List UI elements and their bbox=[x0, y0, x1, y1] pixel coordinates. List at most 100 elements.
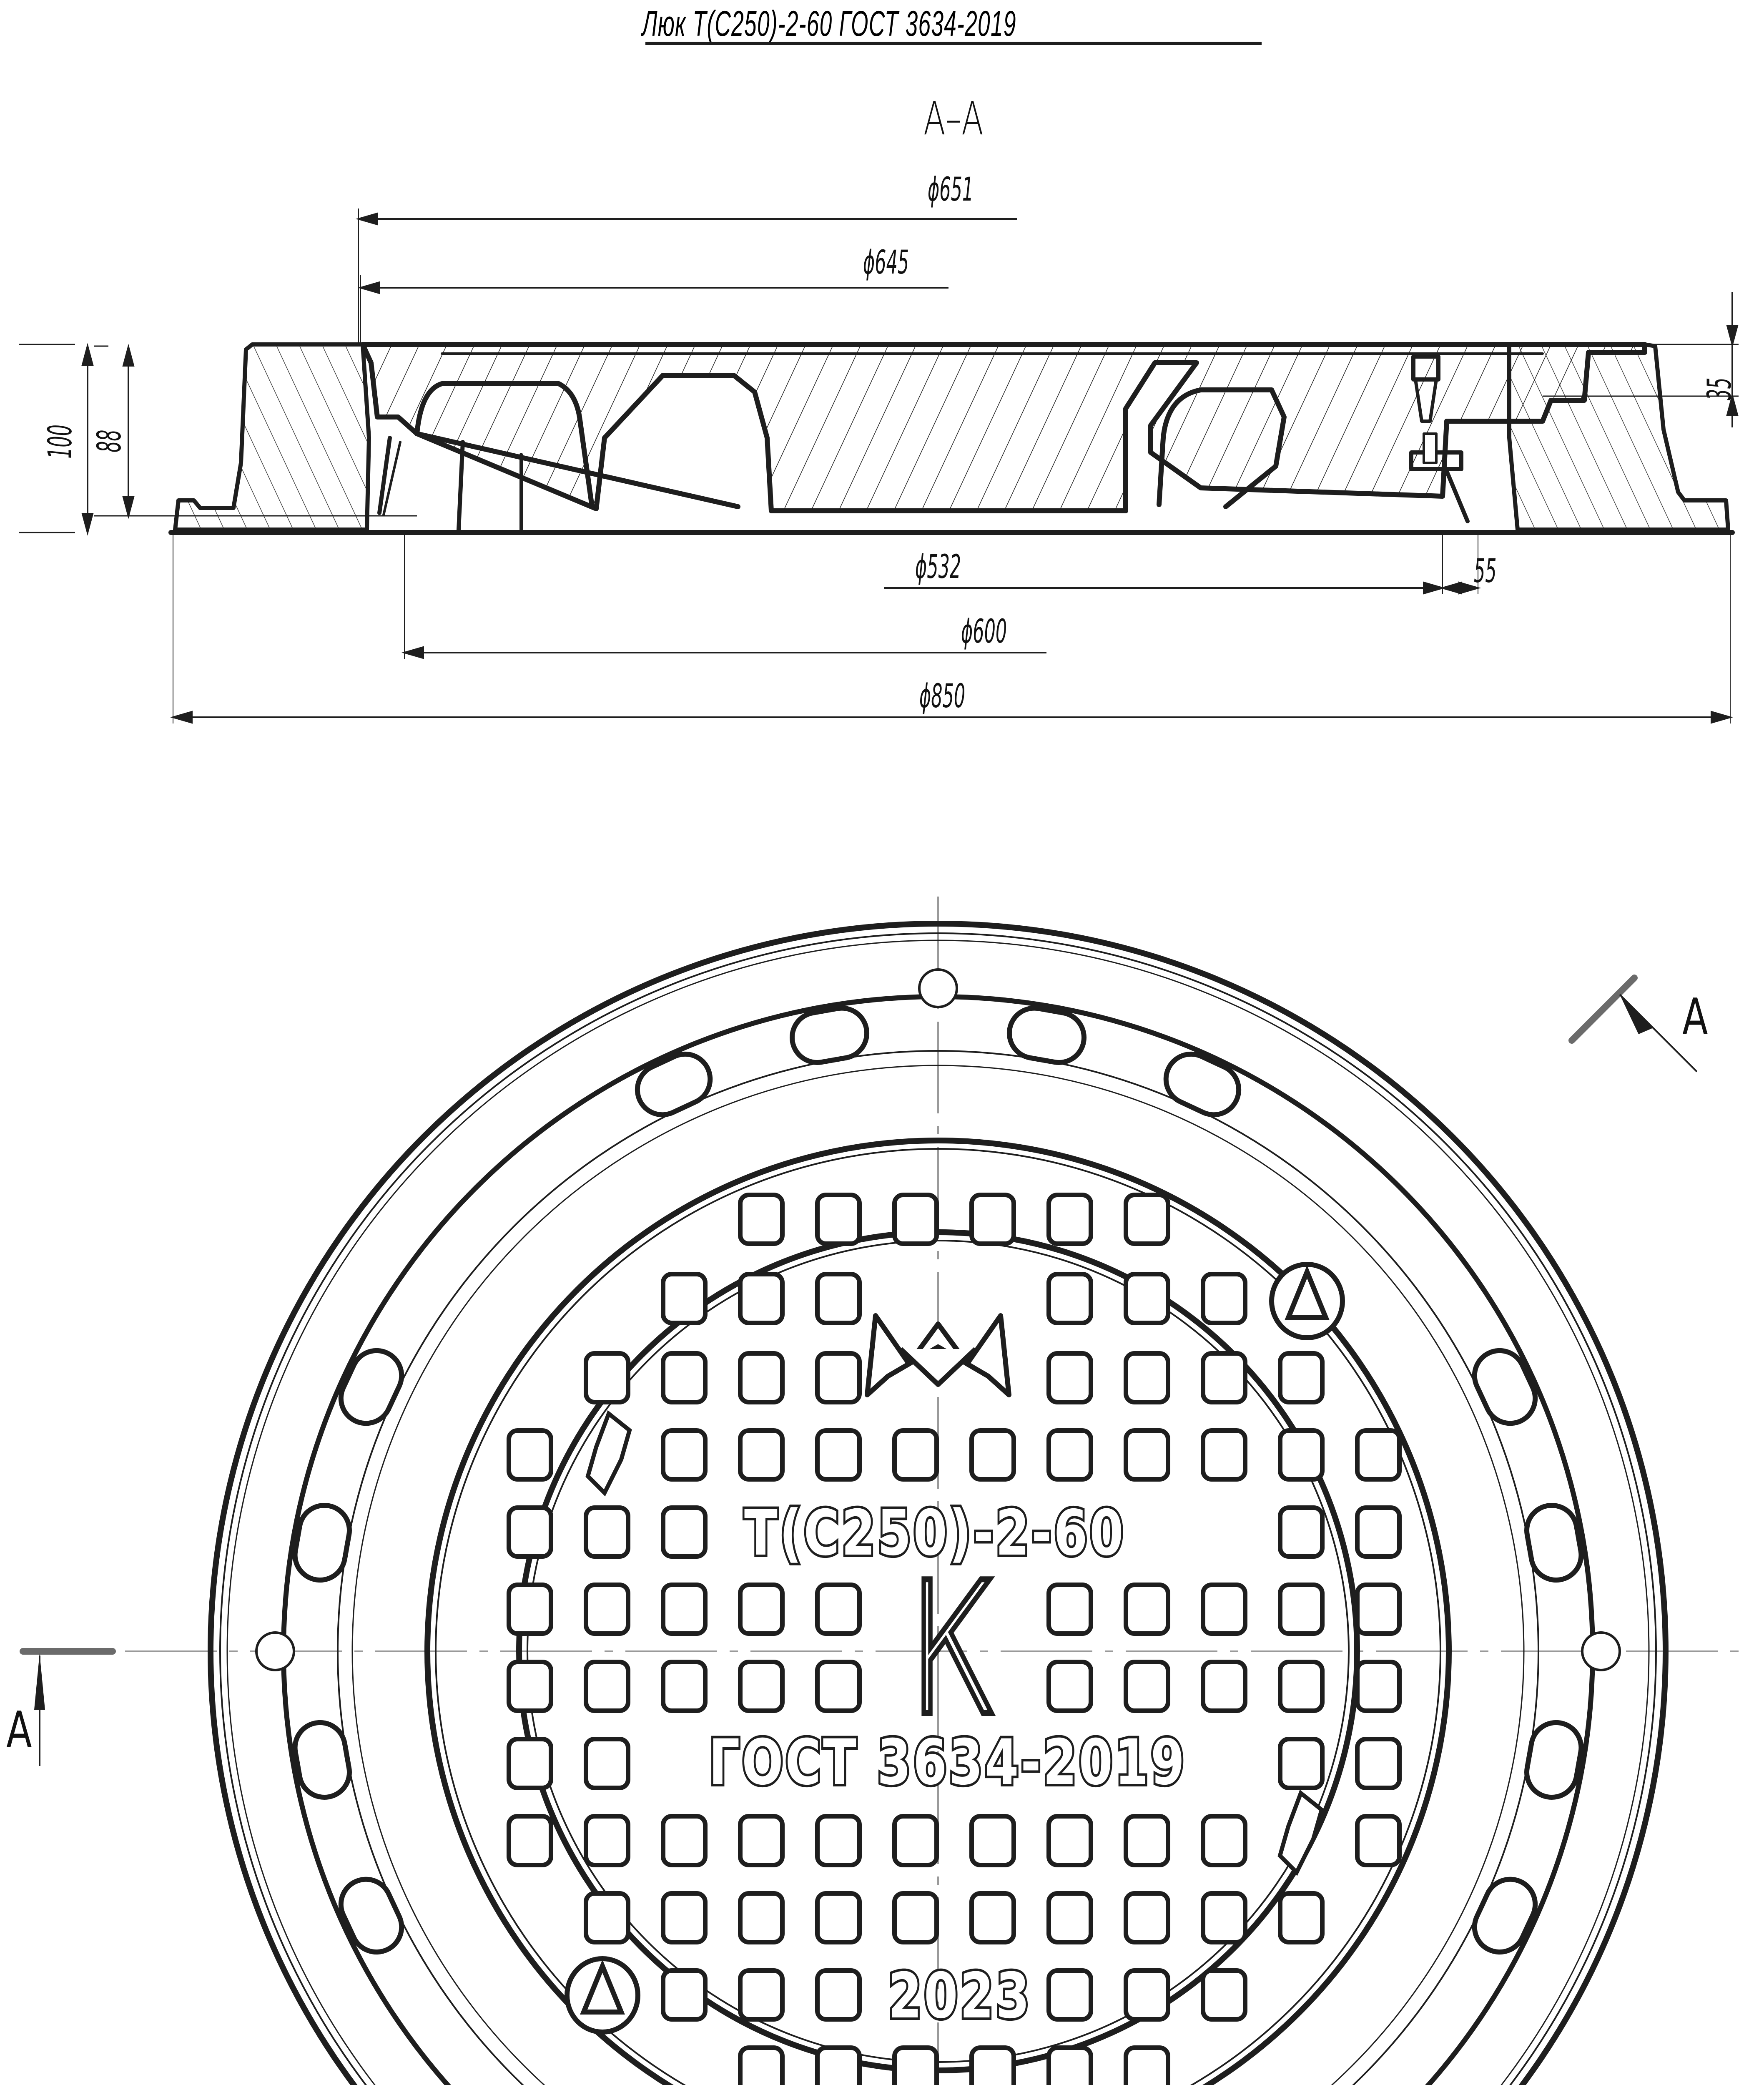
drain-slot bbox=[661, 1968, 708, 2022]
drain-slot bbox=[584, 1737, 630, 1790]
drain-slot bbox=[661, 1660, 708, 1713]
dim-850: ϕ850 bbox=[919, 678, 966, 715]
drain-slot bbox=[738, 1351, 785, 1404]
drain-slot bbox=[1124, 1583, 1170, 1636]
drain-slot bbox=[738, 1193, 785, 1246]
drain-slot bbox=[1046, 1351, 1093, 1404]
drain-slot bbox=[969, 1814, 1016, 1867]
drain-slot bbox=[1201, 1583, 1247, 1636]
manufacturer-logo-icon bbox=[865, 1313, 1011, 1397]
drain-slot bbox=[1124, 2045, 1170, 2085]
drain-slot bbox=[584, 1505, 630, 1559]
cover-standard: ГОСТ 3634-2019 bbox=[707, 1724, 1187, 1801]
drain-slot bbox=[1046, 1583, 1093, 1636]
drain-slot bbox=[661, 1891, 708, 1944]
drawing-title: Люк Т(С250)-2-60 ГОСТ 3634-2019 bbox=[642, 4, 1016, 44]
drain-slot bbox=[1124, 1193, 1170, 1246]
lock-recesses bbox=[585, 1410, 1324, 1876]
drain-slot bbox=[1355, 1660, 1402, 1713]
drain-slot bbox=[1124, 1272, 1170, 1325]
drain-slot bbox=[738, 1891, 785, 1944]
drain-slot bbox=[584, 1660, 630, 1713]
drain-slot bbox=[738, 2045, 785, 2085]
drain-slot bbox=[1046, 1891, 1093, 1944]
drain-slot bbox=[1201, 1814, 1247, 1867]
drain-slot bbox=[1201, 1351, 1247, 1404]
drain-slot bbox=[1201, 1891, 1247, 1944]
drain-slot bbox=[661, 1428, 708, 1482]
drain-slot bbox=[584, 1583, 630, 1636]
drain-slot bbox=[815, 1814, 862, 1867]
drain-slot bbox=[1278, 1351, 1325, 1404]
cut-label-left: А bbox=[6, 1701, 32, 1759]
cut-markers bbox=[20, 975, 1698, 1766]
title-underline bbox=[645, 42, 1262, 45]
drain-slot bbox=[1046, 2045, 1093, 2085]
drain-slot bbox=[738, 1428, 785, 1482]
drain-slot bbox=[1278, 1660, 1325, 1713]
drain-slot bbox=[584, 1814, 630, 1867]
cover-year: 2023 bbox=[886, 1957, 1032, 2035]
drain-slot bbox=[1046, 1428, 1093, 1482]
drain-slot bbox=[815, 2045, 862, 2085]
drain-slot bbox=[815, 1660, 862, 1713]
drain-slot bbox=[815, 1351, 862, 1404]
drain-slot bbox=[1355, 1505, 1402, 1559]
drain-slot bbox=[661, 1814, 708, 1867]
drain-slot bbox=[892, 1428, 939, 1482]
section-view bbox=[168, 342, 1735, 535]
drain-slot bbox=[507, 1660, 553, 1713]
cover-letter: К bbox=[905, 1540, 1002, 1759]
drain-slot bbox=[892, 1814, 939, 1867]
drain-slot bbox=[969, 2045, 1016, 2085]
drain-slot bbox=[815, 1891, 862, 1944]
drain-slot bbox=[969, 1193, 1016, 1246]
drain-slot bbox=[738, 1968, 785, 2022]
drain-slot bbox=[815, 1193, 862, 1246]
drain-slot bbox=[1355, 1814, 1402, 1867]
section-label: А–А bbox=[923, 92, 984, 145]
drain-slot bbox=[1124, 1814, 1170, 1867]
cover-class-code: Т(С250)-2-60 bbox=[742, 1495, 1126, 1572]
drain-slot bbox=[507, 1583, 553, 1636]
drain-slot bbox=[892, 1891, 939, 1944]
drain-slot bbox=[738, 1814, 785, 1867]
cut-label-right: А bbox=[1682, 988, 1708, 1046]
drain-slot bbox=[892, 1193, 939, 1246]
drain-slot bbox=[1355, 1583, 1402, 1636]
drain-slot bbox=[1046, 1814, 1093, 1867]
dim-651: ϕ651 bbox=[928, 171, 974, 208]
drain-slot bbox=[1046, 1968, 1093, 2022]
drain-slot bbox=[584, 1891, 630, 1944]
drain-slot bbox=[507, 1505, 553, 1559]
drain-slot bbox=[969, 1891, 1016, 1944]
drain-slot bbox=[815, 1272, 862, 1325]
drain-slot bbox=[1278, 1428, 1325, 1482]
drain-slot bbox=[1124, 1351, 1170, 1404]
rim-slots bbox=[255, 968, 1621, 1955]
drain-slot bbox=[507, 1737, 553, 1790]
drain-slot bbox=[738, 1660, 785, 1713]
drain-slot bbox=[738, 1583, 785, 1636]
drain-slot bbox=[1046, 1660, 1093, 1713]
drain-slot bbox=[1201, 1428, 1247, 1482]
drain-slot bbox=[969, 1428, 1016, 1482]
drain-slot bbox=[1046, 1272, 1093, 1325]
drain-slot bbox=[1124, 1891, 1170, 1944]
drain-slot bbox=[507, 1814, 553, 1867]
drain-slot bbox=[1124, 1968, 1170, 2022]
dimension-lines bbox=[19, 208, 1739, 724]
drain-slot bbox=[1278, 1891, 1325, 1944]
dim-645: ϕ645 bbox=[863, 244, 909, 281]
drain-slot bbox=[661, 1351, 708, 1404]
drain-slot bbox=[1124, 1428, 1170, 1482]
drain-slot bbox=[738, 1272, 785, 1325]
drain-slot bbox=[661, 1583, 708, 1636]
drain-slot bbox=[1201, 1968, 1247, 2022]
drain-slot bbox=[1278, 1583, 1325, 1636]
drain-slot bbox=[1278, 1737, 1325, 1790]
dim-600: ϕ600 bbox=[961, 613, 1007, 651]
drain-slot bbox=[815, 1428, 862, 1482]
drain-slot bbox=[815, 1968, 862, 2022]
